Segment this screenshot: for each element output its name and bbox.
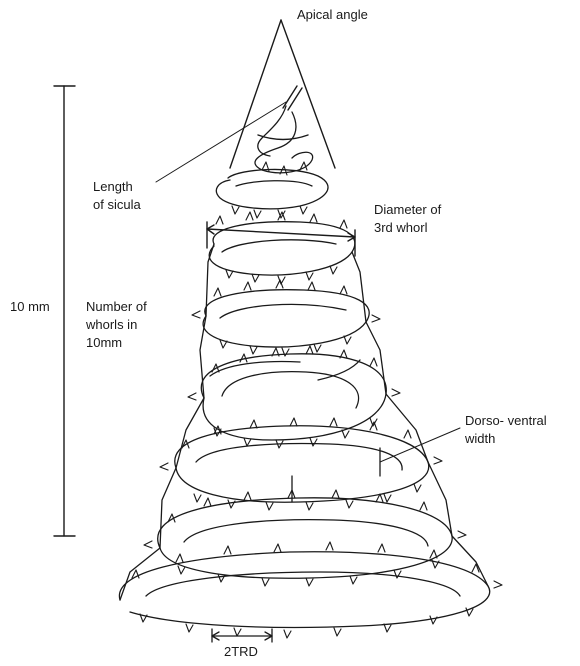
diameter-label-line1: Diameter of (374, 201, 441, 218)
thecal-spines (132, 162, 502, 638)
sicula-label-line2: of sicula (93, 196, 141, 213)
sicula-label-line1: Length (93, 178, 133, 195)
whorl-count-label-line1: Number of (86, 298, 147, 315)
diameter-label-line2: 3rd whorl (374, 219, 427, 236)
trd-measure (212, 629, 272, 642)
diameter-measure (207, 222, 355, 256)
whorl-count-label-line3: 10mm (86, 334, 122, 351)
dorso-ventral-label-line2: width (465, 430, 495, 447)
rhabdosome-spiral (119, 106, 489, 627)
scale-label: 10 mm (10, 298, 50, 315)
whorl-count-label-line2: whorls in (86, 316, 137, 333)
apical-angle-label: Apical angle (297, 6, 368, 23)
dorso-ventral-label-line1: Dorso- ventral (465, 412, 547, 429)
trd-label: 2TRD (224, 643, 258, 660)
scale-bar (54, 86, 75, 536)
